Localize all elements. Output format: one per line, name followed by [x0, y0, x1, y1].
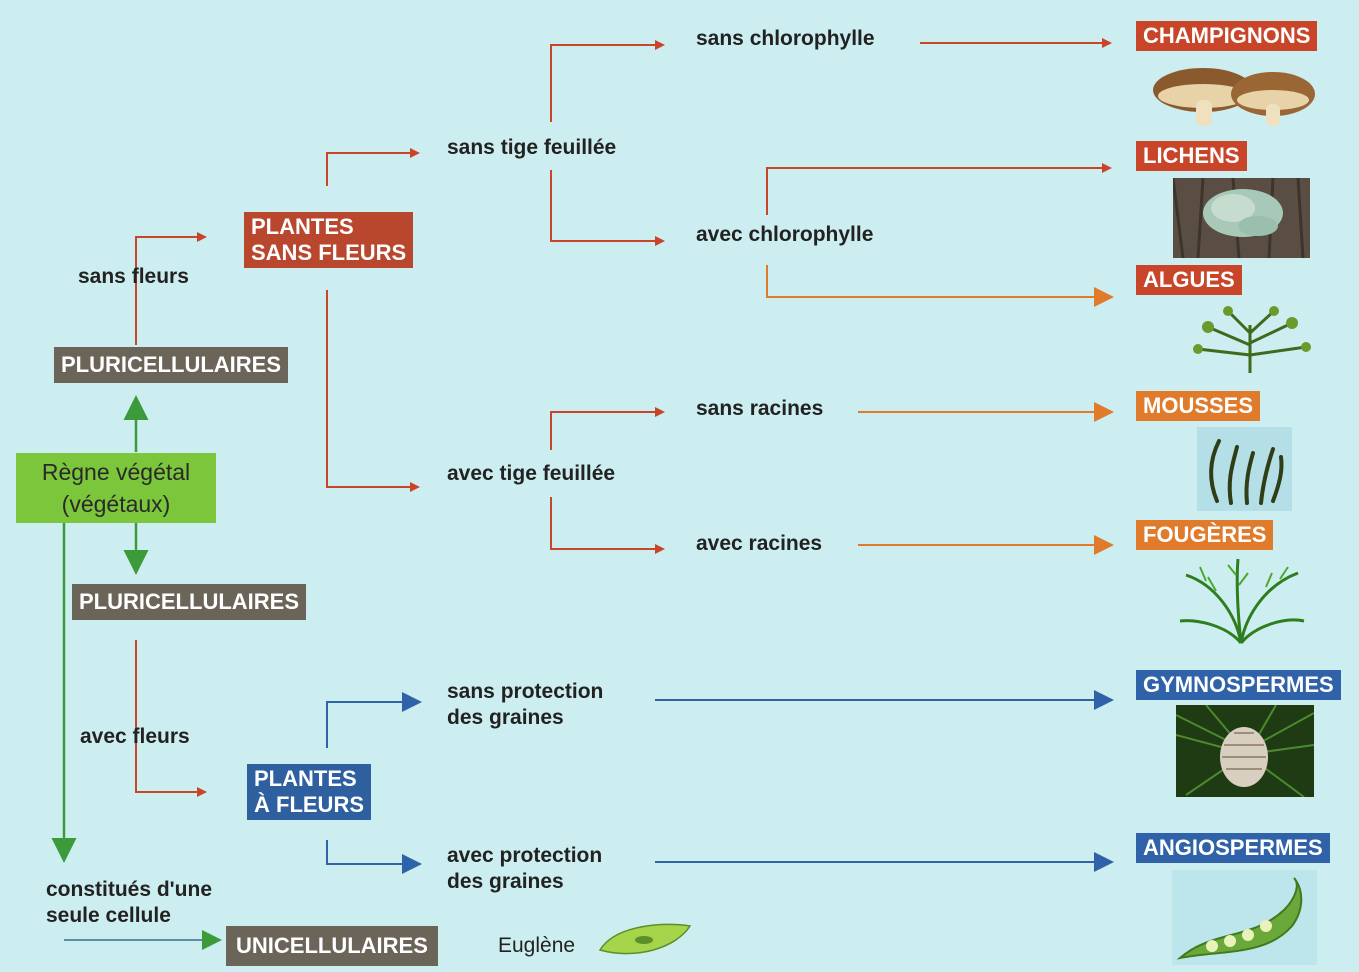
arrow-to-algues	[766, 265, 1114, 307]
label-sans-protection-line2: des graines	[447, 706, 564, 729]
arrow-to-sans-tige	[326, 148, 420, 186]
branch-sans-fleurs: sans fleurs	[78, 265, 189, 288]
label-avec-tige-feuillee: avec tige feuillée	[447, 462, 616, 485]
tag-algues: ALGUES	[1136, 265, 1242, 295]
tag-fougeres: FOUGÈRES	[1136, 520, 1274, 550]
arrow-to-sans-protection	[326, 692, 422, 748]
euglene-icon	[598, 923, 692, 955]
plantes-a-fleurs-line1: PLANTES	[254, 766, 357, 791]
label-sans-protection: sans protection des graines	[447, 679, 603, 731]
branch-avec-fleurs: avec fleurs	[80, 725, 190, 748]
arrow-to-avec-protection	[326, 840, 422, 874]
label-sans-chlorophylle: sans chlorophylle	[696, 27, 875, 50]
algae-image	[1193, 306, 1311, 373]
plantes-sans-fleurs-line1: PLANTES	[251, 214, 354, 239]
arrow-to-avec-tige	[326, 290, 420, 492]
label-avec-racines: avec racines	[696, 532, 823, 555]
label-sans-tige-feuillee: sans tige feuillée	[447, 136, 617, 159]
arrow-to-avec-racines	[550, 497, 665, 554]
root-line2: (végétaux)	[61, 491, 171, 517]
root-line1: Règne végétal	[41, 459, 191, 485]
arrow-to-avec-chloro	[550, 170, 665, 246]
arrow-to-lichens	[766, 163, 1112, 215]
branch-unicell-line1: constitués d'une	[46, 878, 213, 901]
tag-angiospermes: ANGIOSPERMES	[1136, 833, 1330, 863]
plantes-sans-fleurs: PLANTES SANS FLEURS	[244, 212, 414, 268]
plantes-sans-fleurs-line2: SANS FLEURS	[251, 240, 407, 265]
tag-lichens: LICHENS	[1136, 141, 1247, 171]
lichen-image	[1173, 178, 1310, 258]
root-node: Règne végétal (végétaux)	[16, 453, 216, 523]
tag-gymnospermes: GYMNOSPERMES	[1136, 670, 1341, 700]
arrow-sans-fleurs	[135, 232, 207, 345]
branch-unicellulaire: constitués d'une seule cellule	[46, 877, 212, 929]
branch-unicell-line2: seule cellule	[46, 904, 171, 927]
label-avec-protection-line1: avec protection	[447, 844, 603, 867]
label-sans-racines: sans racines	[696, 397, 824, 420]
label-sans-protection-line1: sans protection	[447, 680, 604, 703]
label-avec-protection-line2: des graines	[447, 870, 564, 893]
pine-cone-image	[1176, 705, 1314, 797]
euglene-label: Euglène	[498, 934, 576, 957]
plantes-a-fleurs: PLANTES À FLEURS	[247, 764, 371, 820]
label-avec-protection: avec protection des graines	[447, 843, 602, 895]
pluricellulaires-top: PLURICELLULAIRES	[54, 347, 288, 383]
tag-champignons: CHAMPIGNONS	[1136, 21, 1318, 51]
tag-mousses: MOUSSES	[1136, 391, 1261, 421]
fern-image	[1179, 558, 1305, 645]
unicellulaires-box: UNICELLULAIRES	[226, 926, 438, 966]
moss-image	[1197, 427, 1292, 511]
plantes-a-fleurs-line2: À FLEURS	[254, 792, 364, 817]
pluricellulaires-bottom: PLURICELLULAIRES	[72, 584, 306, 620]
arrow-to-sans-racines	[550, 407, 665, 450]
pea-pod-image	[1172, 870, 1317, 965]
label-avec-chlorophylle: avec chlorophylle	[696, 223, 874, 246]
mushroom-image	[1153, 68, 1315, 126]
arrow-avec-fleurs	[135, 640, 207, 797]
arrow-to-sans-chloro	[550, 40, 665, 122]
